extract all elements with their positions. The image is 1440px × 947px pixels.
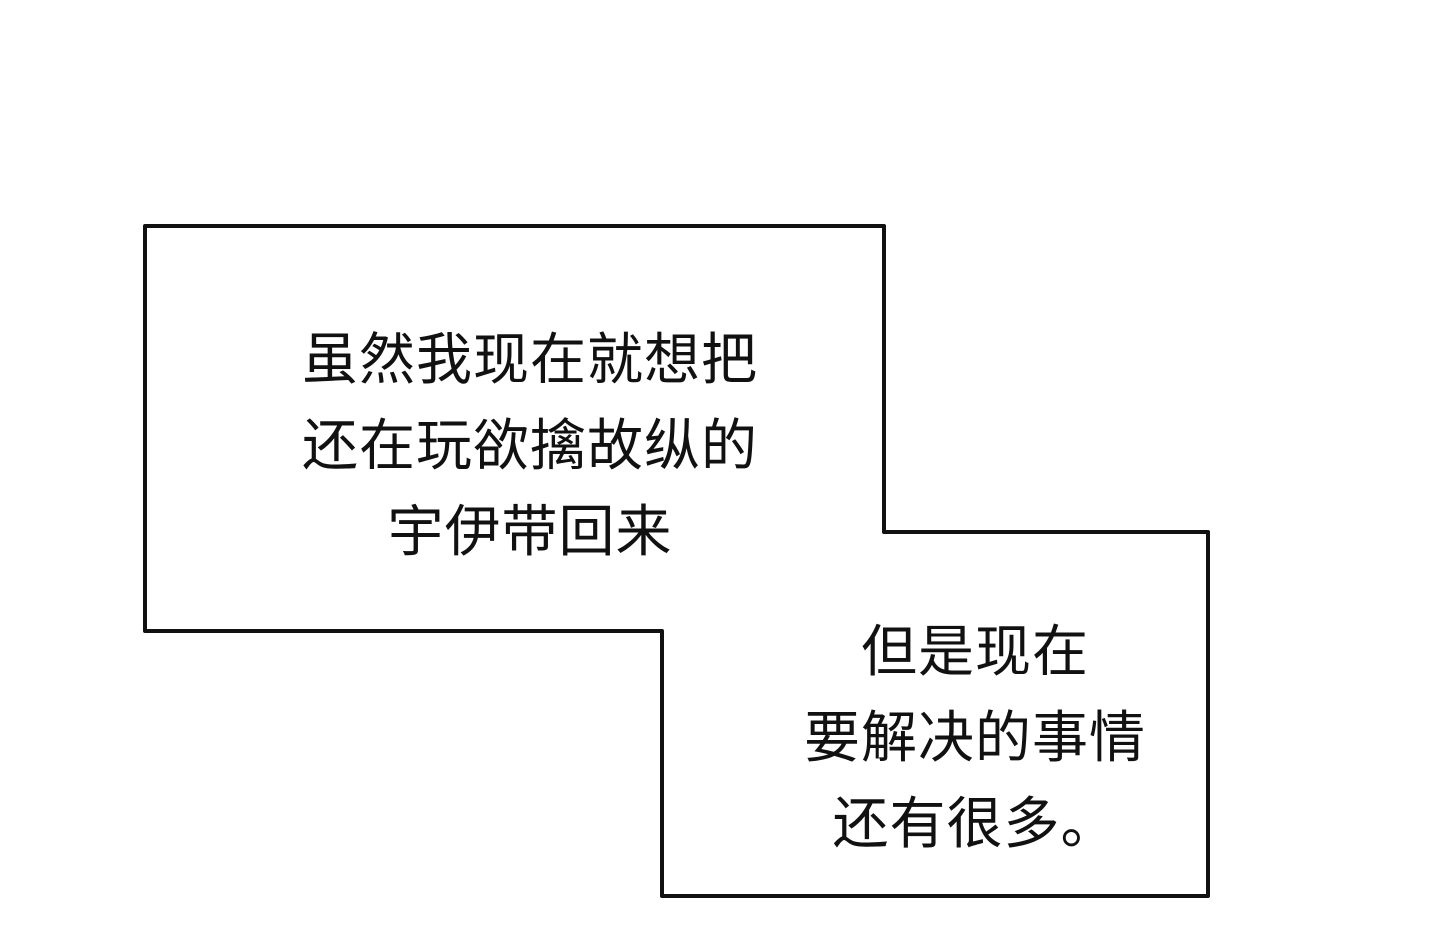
narration-line: 要解决的事情	[804, 706, 1146, 771]
narration-line: 还在玩欲擒故纵的	[302, 414, 758, 479]
narration-line: 还有很多。	[832, 792, 1118, 857]
narration-line: 虽然我现在就想把	[302, 328, 758, 393]
narration-line: 但是现在	[861, 620, 1089, 685]
narration-line: 宇伊带回来	[387, 500, 673, 565]
narration-text-upper: 虽然我现在就想把 还在玩欲擒故纵的 宇伊带回来	[280, 318, 780, 576]
narration-text-lower: 但是现在 要解决的事情 还有很多。	[775, 610, 1175, 868]
